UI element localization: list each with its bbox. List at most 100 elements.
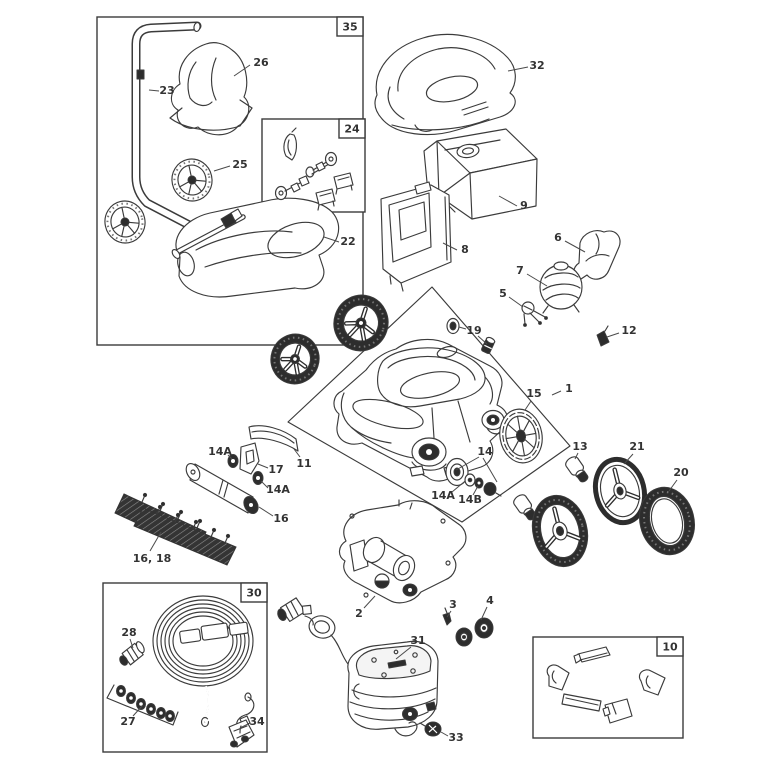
part-10-bracket-kit: [546, 646, 666, 724]
part-1-main-body: [333, 338, 509, 482]
box-number-tab: [656, 636, 684, 657]
part-number-text: 32: [529, 59, 544, 72]
part-15-wheel-hub: [499, 408, 543, 464]
leader-line: [148, 89, 160, 92]
part-7-impeller: [539, 261, 583, 314]
part-label-5: 5: [499, 287, 524, 308]
leader-line: [526, 273, 548, 287]
part-label-33: 33: [440, 731, 464, 744]
leader-line: [323, 236, 340, 243]
part-number-text: 1: [565, 382, 573, 395]
rear-wheel-assembled: [531, 494, 589, 568]
part-30-floating-cable: [152, 595, 255, 734]
part-number-text: 20: [673, 466, 689, 479]
box-number-35: 35: [342, 21, 357, 34]
part-label-1: 1: [551, 382, 573, 396]
leader-line: [668, 479, 678, 492]
leader-line: [440, 731, 449, 737]
leader-line: [477, 335, 488, 345]
part-8-filter-panel: [380, 181, 452, 292]
part-number-text: 17: [268, 463, 283, 476]
part-number-text: 9: [520, 199, 528, 212]
leader-line: [227, 454, 233, 460]
part-5-fastener: [521, 301, 548, 327]
assembly-border: [287, 286, 571, 523]
part-number-text: 2: [355, 607, 363, 620]
part-number-text: 5: [499, 287, 507, 300]
part-19-grommets: [446, 317, 496, 354]
part-label-14B: 14B: [458, 485, 482, 506]
part-label-9: 9: [498, 195, 528, 212]
part-number-text: 12: [621, 324, 636, 337]
part-number-text: 27: [120, 715, 135, 728]
part-number-text: 14: [477, 445, 493, 458]
part-34-cable-plug: [228, 715, 255, 748]
box-number-10: 10: [662, 641, 678, 654]
leader-line: [574, 452, 579, 460]
drive-wheel-left: [270, 333, 320, 385]
part-13-axle-bolts: [513, 456, 589, 521]
part-20-tire: [639, 486, 695, 556]
part-label-34: 34: [239, 715, 265, 729]
part-22-caddy-base: [171, 197, 340, 298]
part-label-6: 6: [554, 231, 586, 253]
part-label-20: 20: [668, 466, 689, 492]
leader-line: [363, 595, 376, 609]
part-number-text: 6: [554, 231, 562, 244]
part-number-text: 15: [526, 387, 541, 400]
part-number-text: 16: [273, 512, 289, 525]
part-6-elbow: [573, 230, 621, 282]
part-number-text: 14A: [208, 445, 232, 458]
leader-line: [129, 638, 134, 649]
part-16-18-brush-pads: [114, 492, 237, 566]
part-label-2: 2: [355, 595, 376, 620]
part-33-knob: [419, 721, 442, 737]
leader-line: [508, 296, 524, 308]
part-31-bottom-housing: [347, 640, 439, 737]
part-number-text: 3: [449, 598, 457, 611]
part-label-31: 31: [395, 634, 426, 660]
part-label-8: 8: [442, 242, 469, 256]
box-number-24: 24: [344, 123, 360, 136]
leader-line: [260, 480, 269, 489]
part-21-wheel-rim: [592, 456, 648, 526]
part-number-text: 14A: [431, 489, 455, 502]
part-label-14: 14: [455, 445, 498, 483]
leader-line: [239, 723, 249, 729]
drive-wheel-right: [333, 294, 389, 352]
part-number-text: 14B: [458, 493, 482, 506]
part-2-motor-chassis: [338, 499, 467, 604]
part-number-text: 13: [572, 440, 587, 453]
part-label-32: 32: [507, 59, 545, 72]
part-number-text: 34: [249, 715, 265, 728]
cable-connector-assembly: [277, 597, 349, 665]
leader-line: [293, 448, 301, 458]
part-label-16: 16: [258, 506, 289, 525]
part-label-21: 21: [623, 440, 645, 465]
part-14-axle-hardware: [445, 457, 502, 497]
part-number-text: 19: [466, 324, 481, 337]
part-25-caddy-wheel: [171, 158, 213, 202]
part-label-28: 28: [121, 626, 137, 649]
part-label-13: 13: [572, 440, 588, 460]
leader-line: [480, 606, 488, 621]
leader-line: [623, 453, 634, 465]
leader-line: [213, 165, 231, 172]
part-17-bracket: [239, 442, 260, 475]
part-label-17: 17: [257, 463, 284, 476]
part-11-blade: [248, 425, 299, 452]
leader-line: [258, 506, 274, 517]
part-number-text: 33: [448, 731, 463, 744]
part-number-text: 16, 18: [133, 552, 172, 565]
part-label-4: 4: [480, 594, 494, 621]
leader-line: [455, 456, 480, 471]
part-label-3: 3: [446, 598, 457, 618]
part-12-pin: [596, 325, 610, 347]
part-3-screw: [442, 607, 452, 626]
leader-line: [472, 485, 479, 496]
box-number-tab: [336, 16, 364, 37]
part-number-text: 31: [410, 634, 425, 647]
box-number-30: 30: [246, 587, 262, 600]
leader-line: [458, 326, 467, 330]
